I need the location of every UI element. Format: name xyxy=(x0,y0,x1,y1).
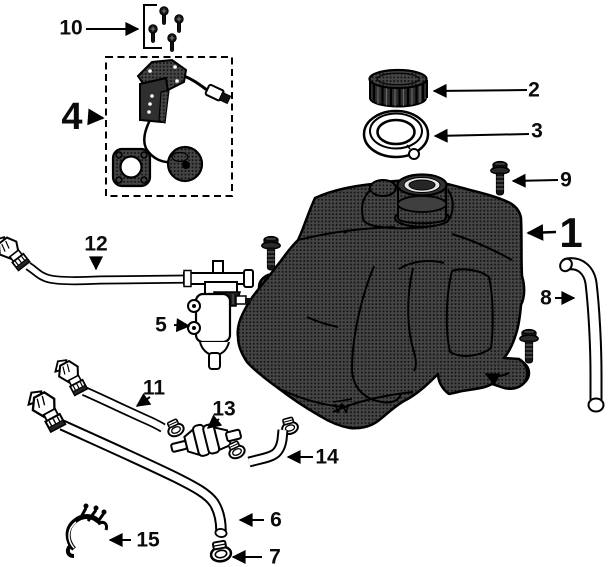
callout-5-petcock: 5 xyxy=(155,313,167,337)
callout-8-vent-hose: 8 xyxy=(540,286,552,310)
fuel-tank-drawing xyxy=(236,173,531,430)
vent-hose-drawing xyxy=(559,257,605,413)
short-hose-drawing xyxy=(50,353,166,433)
callout-2-fuel-cap: 2 xyxy=(528,78,540,102)
callout-4-sender-kit: 4 xyxy=(61,96,83,138)
fuel-filter-drawing xyxy=(170,423,242,457)
spring-clamp-drawing xyxy=(65,503,108,558)
fuel-sender-kit-drawing xyxy=(105,56,233,197)
callout-14-elbow-hose: 14 xyxy=(315,445,339,469)
callout-11-short-hose: 11 xyxy=(142,376,166,400)
callout-13-fuel-filter: 13 xyxy=(212,397,236,421)
callout-7-hose-clamp: 7 xyxy=(269,545,281,567)
long-hose-drawing xyxy=(23,383,228,538)
fuel-pipe-drawing xyxy=(0,229,193,286)
callout-3-gasket: 3 xyxy=(531,119,543,143)
callout-15-spring-clamp: 15 xyxy=(136,528,160,552)
screw-set-drawing xyxy=(143,4,184,53)
fuel-cap-drawing xyxy=(368,68,428,108)
callout-1-fuel-tank: 1 xyxy=(559,209,583,256)
callout-6-long-hose: 6 xyxy=(270,508,282,532)
callout-12-fuel-pipe: 12 xyxy=(84,232,108,256)
callout-9-bolt: 9 xyxy=(560,168,572,192)
gasket-ring-drawing xyxy=(362,109,430,160)
petcock-drawing xyxy=(183,260,254,370)
leader-arrows xyxy=(86,22,576,564)
callout-10-screws: 10 xyxy=(59,16,83,40)
elbow-hose-drawing xyxy=(247,429,289,468)
